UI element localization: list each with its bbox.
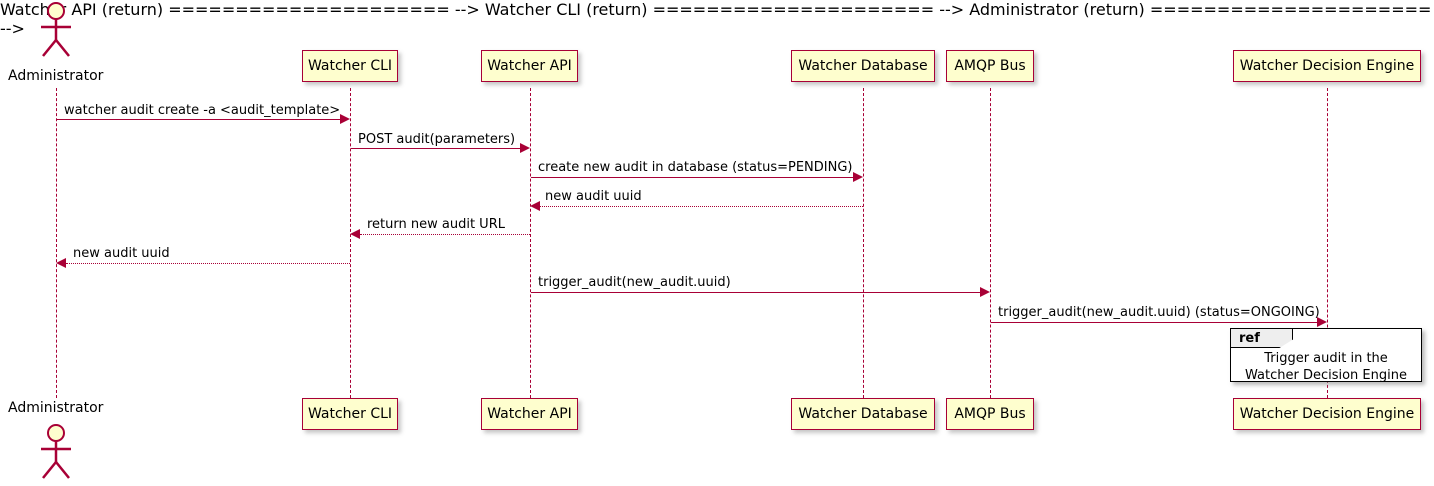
message-5-label: return new audit URL xyxy=(367,217,505,232)
lifeline-watcher-api xyxy=(530,88,531,398)
participant-watcher-database-top[interactable]: Watcher Database xyxy=(791,50,935,82)
actor-administrator-top-icon xyxy=(41,2,71,57)
participant-amqp-bus-top-label: AMQP Bus xyxy=(954,58,1026,74)
lifeline-watcher-cli xyxy=(350,88,351,398)
message-2-line xyxy=(351,148,520,149)
participant-watcher-cli-bottom[interactable]: Watcher CLI xyxy=(302,398,398,430)
participant-watcher-decision-engine-bottom[interactable]: Watcher Decision Engine xyxy=(1233,398,1421,430)
message-7-label: trigger_audit(new_audit.uuid) xyxy=(538,275,731,290)
participant-watcher-api-top-label: Watcher API xyxy=(487,58,572,74)
message-8-arrowhead xyxy=(1317,317,1327,327)
message-2-arrowhead xyxy=(520,143,530,153)
message-4-label: new audit uuid xyxy=(545,189,642,204)
participant-watcher-cli-top[interactable]: Watcher CLI xyxy=(302,50,398,82)
message-6-label: new audit uuid xyxy=(73,246,170,261)
ref-fragment-tab-label: ref xyxy=(1239,330,1260,346)
message-5-line xyxy=(360,234,530,235)
lifeline-administrator xyxy=(56,88,57,398)
message-2-label: POST audit(parameters) xyxy=(358,132,516,147)
participant-watcher-database-top-label: Watcher Database xyxy=(798,58,928,74)
participant-amqp-bus-bottom[interactable]: AMQP Bus xyxy=(946,398,1034,430)
message-3-line xyxy=(531,177,853,178)
message-1-line xyxy=(57,119,340,120)
ref-fragment-line-1: Trigger audit in the xyxy=(1264,351,1388,366)
lifeline-amqp-bus xyxy=(990,88,991,398)
participant-watcher-decision-engine-top[interactable]: Watcher Decision Engine xyxy=(1233,50,1421,82)
participant-watcher-api-top[interactable]: Watcher API xyxy=(481,50,578,82)
participant-watcher-cli-top-label: Watcher CLI xyxy=(307,58,393,74)
message-5-arrowhead xyxy=(350,229,360,239)
participant-watcher-api-bottom-label: Watcher API xyxy=(487,406,572,422)
lifeline-watcher-decision-engine xyxy=(1327,88,1328,398)
message-7-line xyxy=(531,292,980,293)
participant-watcher-cli-bottom-label: Watcher CLI xyxy=(307,406,393,422)
message-1-label: watcher audit create -a <audit_template> xyxy=(64,103,341,118)
participant-amqp-bus-top[interactable]: AMQP Bus xyxy=(946,50,1034,82)
participant-watcher-database-bottom[interactable]: Watcher Database xyxy=(791,398,935,430)
message-3-arrowhead xyxy=(853,172,863,182)
ref-fragment-tab: ref xyxy=(1231,329,1293,348)
message-8-line xyxy=(991,322,1317,323)
ref-fragment[interactable]: ref Trigger audit in the Watcher Decisio… xyxy=(1230,328,1422,384)
actor-administrator-bottom-label: Administrator xyxy=(8,400,104,416)
participant-watcher-decision-engine-bottom-label: Watcher Decision Engine xyxy=(1239,406,1415,422)
actor-administrator-bottom-icon xyxy=(41,424,71,479)
message-3-label: create new audit in database (status=PEN… xyxy=(538,160,853,175)
message-4-arrowhead xyxy=(530,201,540,211)
message-1-arrowhead xyxy=(340,114,350,124)
message-7-arrowhead xyxy=(980,287,990,297)
ref-fragment-line-2: Watcher Decision Engine xyxy=(1245,368,1407,383)
actor-administrator-top-label: Administrator xyxy=(8,68,104,84)
lifeline-watcher-database xyxy=(863,88,864,398)
participant-watcher-api-bottom[interactable]: Watcher API xyxy=(481,398,578,430)
participant-watcher-database-bottom-label: Watcher Database xyxy=(798,406,928,422)
message-6-line xyxy=(66,263,350,264)
participant-amqp-bus-bottom-label: AMQP Bus xyxy=(954,406,1026,422)
message-8-label: trigger_audit(new_audit.uuid) (status=ON… xyxy=(998,305,1320,320)
participant-watcher-decision-engine-top-label: Watcher Decision Engine xyxy=(1239,58,1415,74)
message-4-line xyxy=(540,206,863,207)
message-6-arrowhead xyxy=(56,258,66,268)
ref-fragment-body: Trigger audit in the Watcher Decision En… xyxy=(1231,350,1421,384)
